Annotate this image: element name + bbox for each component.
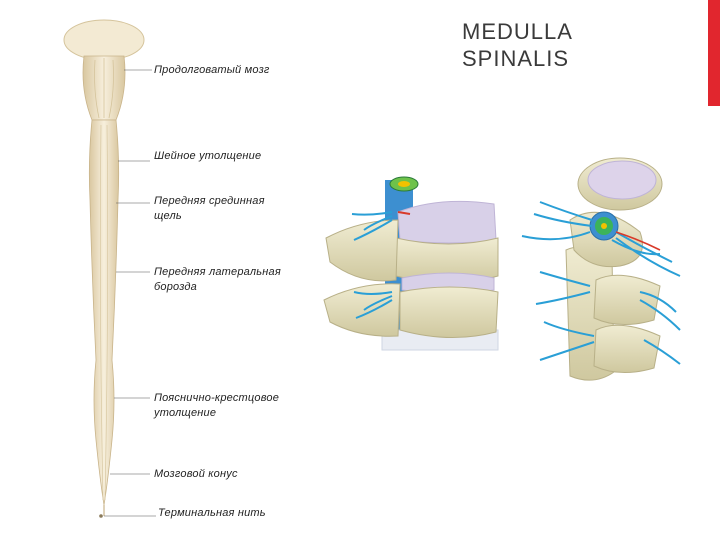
label-anterior-lateral-sulcus: Передняя латеральная борозда (154, 265, 281, 295)
label-cervical-enlargement: Шейное утолщение (154, 149, 261, 164)
vertebrae-oblique-view (522, 158, 680, 380)
vertebrae-lateral-view (324, 177, 498, 350)
label-medulla-oblongata: Продолговатый мозг (154, 63, 270, 78)
label-lumbosacral-enlargement: Пояснично-крестцовое утолщение (154, 391, 279, 421)
label-anterior-median-fissure: Передняя срединная щель (154, 194, 265, 224)
spinal-cord (89, 120, 118, 505)
medulla-cap (64, 20, 144, 60)
label-conus-medullaris: Мозговой конус (154, 467, 238, 482)
label-filum-terminale: Терминальная нить (158, 506, 266, 521)
